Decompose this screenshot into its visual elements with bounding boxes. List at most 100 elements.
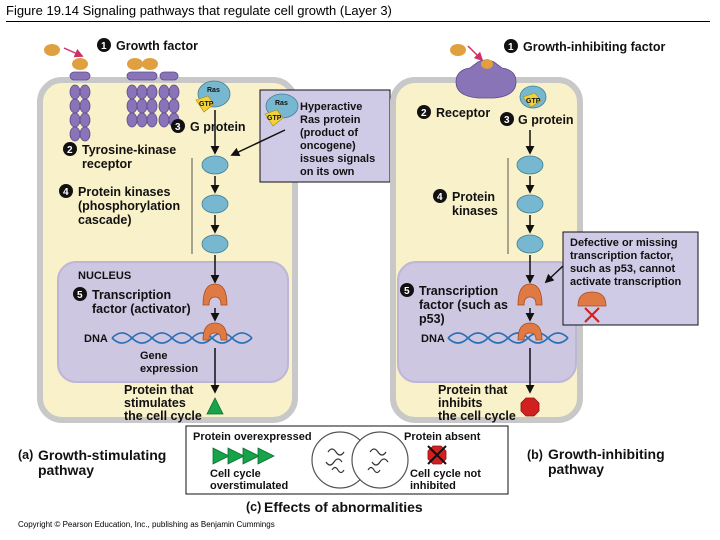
left-nucleus [57,261,289,383]
protein-inhibits-label-2: inhibits [438,396,482,410]
cell-cycle-not-inhibited-1: Cell cycle not [410,468,481,480]
transcription-factor-label-1: Transcription [92,288,171,302]
step-5-marker-left [73,287,87,301]
transcription-factor-right-2: factor (such as [419,298,508,312]
svg-text:3: 3 [175,122,181,133]
absent-protein-icon [427,445,447,465]
svg-text:5: 5 [77,290,83,301]
protein-kinases-label-2: (phosphorylation [78,199,180,213]
growth-factor-arrow [63,47,84,58]
receptor-left-a [69,71,91,142]
page-title: Figure 19.14 Signaling pathways that reg… [6,3,392,18]
ras-callout-line-1: Hyperactive [300,101,362,113]
green-triangles-overexpressed [212,447,275,465]
tyrosine-kinase-label-2: receptor [82,157,132,171]
protein-kinases-right-1: Protein [452,190,495,204]
p53-callout-line-1: Defective or missing [570,237,678,249]
transcription-factor-left-dna [202,322,228,341]
protein-inhibits-label-3: the cell cycle [438,409,516,423]
protein-kinases-right-2: kinases [452,204,498,218]
ras-g-protein: Ras GTP [195,80,231,113]
step-1-marker-right [504,39,518,53]
panel-b-title-1: Growth-inhibiting [548,446,665,462]
p53-callout-arrow [544,265,564,284]
growth-factor-label: Growth factor [116,39,198,53]
cell-cycle-overstimulated-2: overstimulated [210,480,288,492]
ras-callout-line-5: issues signals [300,153,375,165]
tyrosine-kinase-label-1: Tyrosine-kinase [82,143,176,157]
kinase-cascade-left [201,155,229,254]
ras-callout-arrow [230,129,286,156]
step-3-marker-right [500,112,514,126]
growth-inhibiting-factor-label: Growth-inhibiting factor [523,40,665,54]
cell-cycle-overstimulated-1: Cell cycle [210,468,261,480]
protein-absent-label: Protein absent [404,431,481,443]
growth-inhibiting-factor-molecule [450,44,466,56]
protein-overexpressed-label: Protein overexpressed [193,431,312,443]
title-rule [6,21,710,22]
transcription-factor-left [202,283,228,306]
step-1-number: 1 [101,41,107,52]
panel-a-title-2: pathway [38,462,94,478]
svg-text:Ras: Ras [275,100,288,107]
defective-transcription-factor [577,291,607,307]
dividing-cell-icon [311,431,409,489]
kinase-cascade-right [516,155,544,254]
panel-a-letter: (a) [18,448,33,462]
ras-callout-line-2: Ras protein [300,114,361,126]
protein-kinases-label-1: Protein kinases [78,185,170,199]
ras-callout-line-3: (product of [300,127,358,139]
svg-text:3: 3 [504,115,510,126]
dna-label-right: DNA [421,333,445,345]
inhibiting-factor-arrow [467,45,484,62]
step-2-marker-right [417,105,431,119]
svg-text:4: 4 [437,192,443,203]
step-4-marker-left [59,184,73,198]
ras-callout-line-4: oncogene) [300,140,356,152]
protein-stimulates-label-2: stimulates [124,396,186,410]
red-octagon-protein [520,397,540,417]
g-protein-label-left: G protein [190,120,246,134]
panel-b-title-2: pathway [548,461,604,477]
svg-text:GTP: GTP [267,115,282,122]
g-protein-right: GTP [519,85,547,109]
protein-kinases-label-3: cascade) [78,213,132,227]
protein-stimulates-label-1: Protein that [124,383,194,397]
svg-text:5: 5 [404,286,410,297]
step-3-marker-left [171,119,185,133]
step-2-marker-left [63,142,77,156]
protein-stimulates-label-3: the cell cycle [124,409,202,423]
dna-helix-left [111,332,253,344]
dna-helix-right [447,332,569,344]
svg-text:1: 1 [508,42,514,53]
panel-c-title: Effects of abnormalities [264,499,423,515]
transcription-factor-right-1: Transcription [419,284,498,298]
panel-b-letter: (b) [527,448,543,462]
transcription-factor-right [517,283,543,306]
step-4-marker-right [433,189,447,203]
transcription-factor-label-2: factor (activator) [92,302,191,316]
protein-inhibits-label-1: Protein that [438,383,508,397]
step-5-marker-right [400,283,414,297]
svg-text:2: 2 [421,108,427,119]
green-triangle-protein [206,397,224,415]
hyperactive-ras-icon: Ras GTP [264,93,299,127]
transcription-factor-right-3: p53) [419,312,445,326]
receptor-label: Receptor [436,106,490,120]
p53-callout-line-4: activate transcription [570,276,682,288]
step-1-marker [97,38,111,52]
growth-factor-molecule [44,44,158,70]
ras-callout-line-6: on its own [300,166,355,178]
panel-a-title-1: Growth-stimulating [38,447,166,463]
transcription-factor-right-dna [517,322,543,341]
p53-callout-line-2: transcription factor, [570,250,673,262]
p53-callout-line-3: such as p53, cannot [570,263,675,275]
dna-label-left: DNA [84,333,108,345]
svg-text:Ras: Ras [207,87,220,94]
defective-cross-icon [584,307,600,323]
nucleus-label: NUCLEUS [78,270,131,282]
gene-expression-label-2: expression [140,363,198,375]
receptor-left-b [126,71,158,128]
svg-text:4: 4 [63,187,69,198]
